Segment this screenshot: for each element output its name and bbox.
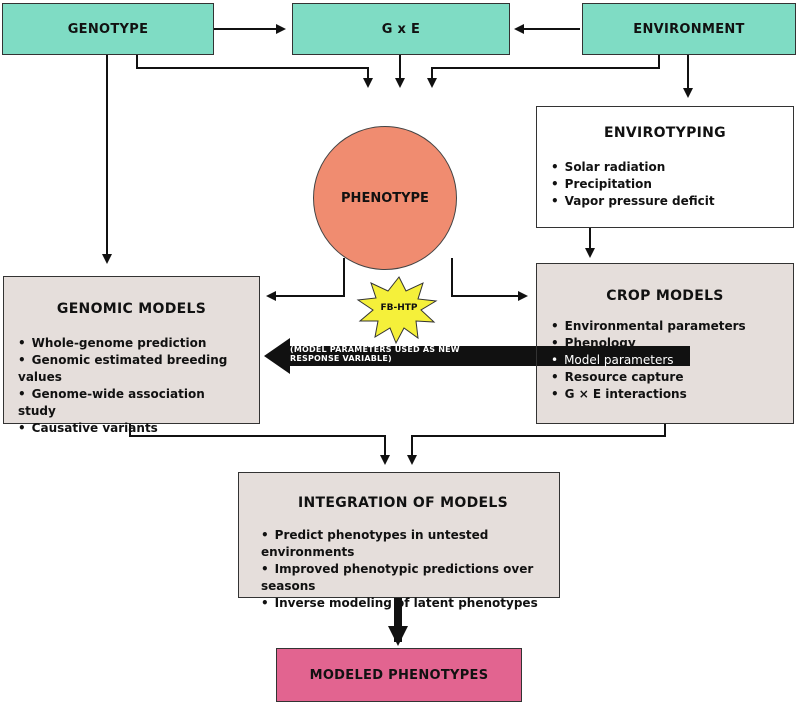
list-item: G × E interactions bbox=[551, 386, 779, 403]
list-item: Solar radiation bbox=[551, 159, 779, 176]
list-item: Inverse modeling of latent phenotypes bbox=[261, 595, 545, 612]
integration-box: INTEGRATION OF MODELS Predict phenotypes… bbox=[238, 472, 560, 610]
genomic-models-list: Whole-genome prediction Genomic estimate… bbox=[18, 335, 245, 437]
envirotyping-box: ENVIROTYPING Solar radiation Precipitati… bbox=[536, 106, 794, 228]
genomic-models-box: GENOMIC MODELS Whole-genome prediction G… bbox=[3, 276, 260, 435]
genotype-label: GENOTYPE bbox=[67, 21, 149, 37]
fb-htp-starburst bbox=[356, 276, 438, 345]
list-item: Genomic estimated breeding values bbox=[18, 352, 245, 386]
environment-label: ENVIRONMENT bbox=[633, 21, 745, 37]
arrow-genotype-to-phenotype bbox=[136, 55, 373, 88]
arrow-crop-to-integration bbox=[407, 424, 666, 465]
list-item: Precipitation bbox=[551, 176, 779, 193]
crop-models-title: CROP MODELS bbox=[606, 288, 724, 304]
crop-models-box: CROP MODELS Environmental parameters Phe… bbox=[536, 263, 794, 424]
list-item: Genome-wide association study bbox=[18, 386, 245, 420]
envirotyping-list: Solar radiation Precipitation Vapor pres… bbox=[551, 159, 779, 210]
gxe-node: G x E bbox=[292, 3, 510, 55]
list-item: Model parameters bbox=[551, 352, 779, 369]
phenotype-label: PHENOTYPE bbox=[341, 190, 429, 206]
gxe-label: G x E bbox=[381, 21, 421, 37]
genomic-models-title: GENOMIC MODELS bbox=[56, 301, 207, 317]
genotype-node: GENOTYPE bbox=[2, 3, 214, 55]
integration-list: Predict phenotypes in untested environme… bbox=[261, 527, 545, 612]
list-item: Resource capture bbox=[551, 369, 779, 386]
modeled-phenotypes-node: MODELED PHENOTYPES bbox=[276, 648, 522, 702]
arrow-phenotype-to-genomic-models bbox=[266, 258, 345, 301]
list-item: Improved phenotypic predictions over sea… bbox=[261, 561, 545, 595]
list-item: Whole-genome prediction bbox=[18, 335, 245, 352]
list-item: Predict phenotypes in untested environme… bbox=[261, 527, 545, 561]
arrow-environment-to-phenotype bbox=[427, 55, 660, 88]
banner-text: (MODEL PARAMETERS USED AS NEW RESPONSE V… bbox=[290, 345, 460, 363]
environment-node: ENVIRONMENT bbox=[582, 3, 796, 55]
modeled-phenotypes-label: MODELED PHENOTYPES bbox=[309, 667, 489, 683]
crop-models-list: Environmental parameters Phenology Model… bbox=[551, 318, 779, 403]
list-item: Environmental parameters bbox=[551, 318, 779, 335]
arrow-phenotype-to-crop-models bbox=[451, 258, 528, 301]
fb-htp-label: FB-HTP bbox=[380, 303, 418, 313]
list-item: Causative variants bbox=[18, 420, 245, 437]
envirotyping-title: ENVIROTYPING bbox=[604, 125, 726, 141]
list-item: Vapor pressure deficit bbox=[551, 193, 779, 210]
integration-title: INTEGRATION OF MODELS bbox=[298, 495, 508, 511]
phenotype-node: PHENOTYPE bbox=[313, 126, 457, 270]
